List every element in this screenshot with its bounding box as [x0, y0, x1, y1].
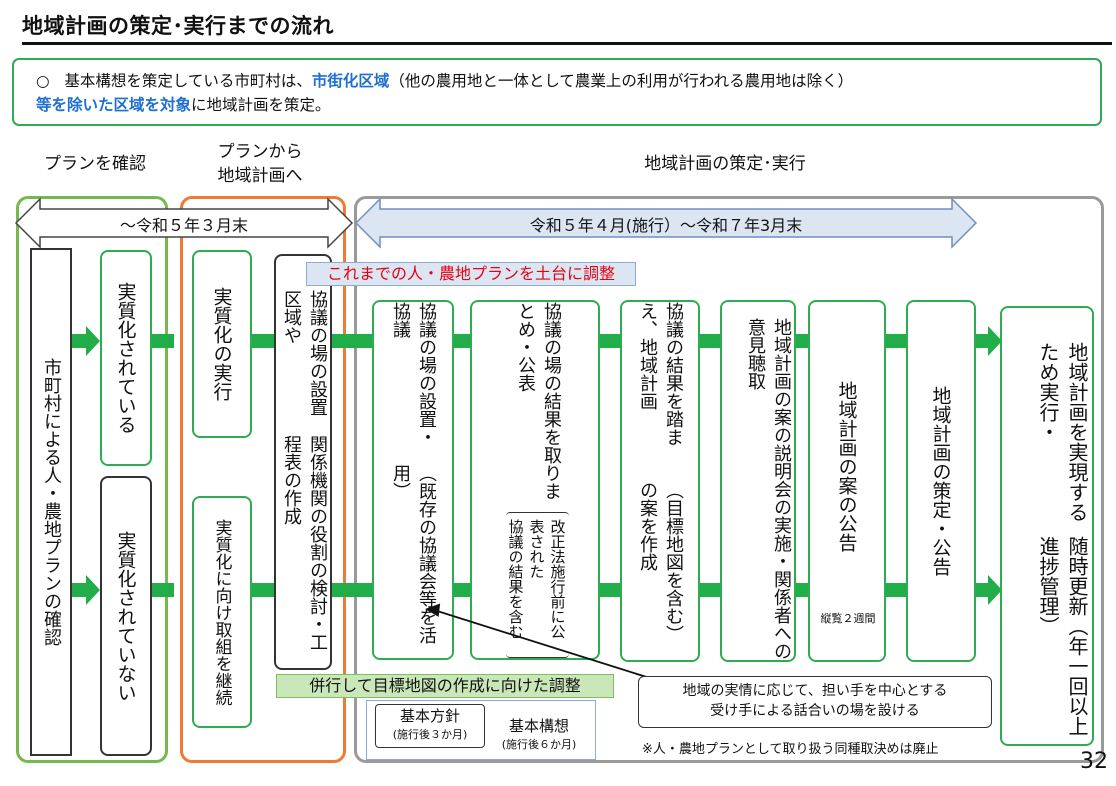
banner-green: 併行して目標地図の作成に向けた調整	[276, 674, 614, 698]
footnote: ※人・農地プランとして取り扱う同種取決めは廃止	[642, 742, 939, 757]
basic-plan-sub: (施行後６か月)	[501, 738, 577, 751]
header-confirm: プランを確認	[44, 154, 146, 174]
header-transition-line2: 地域計画へ	[217, 166, 303, 186]
period-after-label: 令和５年４月(施行）～令和７年3月末	[529, 216, 803, 235]
materialized-box: 実質化されている	[100, 250, 152, 466]
continue-box: 実質化に向け取組を継続	[192, 496, 252, 728]
roles-label-col1: 関係機関の役割の検討・工程表の作成	[281, 435, 328, 652]
title-rule	[22, 42, 1112, 45]
meeting-box: 協議の場の設置・協議 （既存の協議会等を活用）	[372, 300, 454, 660]
draft-box: 協議の結果を踏まえ、地域計画 （目標地図を含む）の案を作成	[620, 300, 700, 662]
notice-box: 地域計画の案の公告	[808, 300, 886, 662]
flow-bar	[454, 583, 470, 597]
info-text-2: （他の農用地と一体として農業上の利用が行われる農用地は除く）	[389, 72, 854, 90]
results-sub: 改正法施行前に公表された 協議の結果を含む	[505, 512, 569, 658]
flow-bar	[886, 583, 906, 597]
zone-transition	[180, 196, 346, 763]
flow-bar	[886, 334, 906, 348]
flow-bar	[252, 583, 274, 597]
meeting-label-col2: （既存の協議会等を活用）	[390, 463, 437, 644]
flow-bar	[600, 583, 620, 597]
results-sub-line1: 改正法施行前に公表された	[527, 519, 567, 640]
info-text-3: に地域計画を策定。	[191, 96, 331, 114]
draft-label-col2: （目標地図を含む）の案を作成	[637, 481, 684, 643]
finalize-label: 地域計画の策定・公告	[929, 386, 952, 576]
basic-plan-label: 基本構想	[508, 717, 569, 735]
period-before-label: ～令和５年３月末	[119, 216, 248, 235]
info-highlight-2: 等を除いた区域を対象	[36, 96, 192, 114]
callout-box: 地域の実情に応じて、担い手を中心とする 受け手による話合いの場を設ける	[638, 676, 992, 728]
callout-arrow	[425, 603, 657, 681]
bullet: ○	[36, 72, 50, 90]
not-materialized-box: 実質化されていない	[100, 476, 152, 756]
flow-bar	[252, 334, 274, 348]
results-box: 協議の場の結果を取りまとめ・公表 改正法施行前に公表された 協議の結果を含む	[470, 300, 600, 660]
implement-label: 実質化の実行	[210, 287, 233, 401]
flow-bar	[796, 583, 808, 597]
materialized-label: 実質化されている	[114, 282, 137, 434]
roles-label-col2: 協議の場の設置区域や	[281, 290, 328, 416]
zone-confirm	[16, 196, 168, 763]
update-label-col2: 随時更新（年一回以上進捗管理）	[1036, 536, 1089, 737]
basic-plan-group: 基本方針 (施行後３か月) 基本構想 (施行後６か月)	[366, 700, 596, 760]
flow-bar	[796, 334, 808, 348]
notice-label: 地域計画の案の公告	[835, 380, 858, 552]
update-box: 地域計画を実現するため実行・ 随時更新（年一回以上進捗管理）	[1000, 306, 1094, 746]
basic-policy-box: 基本方針 (施行後３か月)	[375, 704, 485, 748]
arrow-right-icon	[72, 326, 100, 356]
callout-line1: 地域の実情に応じて、担い手を中心とする	[682, 683, 948, 699]
confirm-plan-box: 市町村による人・農地プランの確認	[30, 248, 72, 756]
arrow-right-icon	[974, 326, 1002, 356]
flow-bar	[152, 583, 174, 597]
header-formulation: 地域計画の策定･実行	[644, 154, 806, 174]
zone-formulation	[354, 196, 1104, 763]
not-materialized-label: 実質化されていない	[114, 530, 137, 702]
confirm-plan-label: 市町村による人・農地プランの確認	[41, 358, 62, 646]
implement-box: 実質化の実行	[192, 250, 252, 438]
flow-bar	[600, 334, 620, 348]
flow-bar	[152, 334, 174, 348]
results-main-label: 協議の場の結果を取りまとめ・公表	[515, 302, 562, 500]
header-transition: プランから 地域計画へ	[180, 140, 340, 188]
period-arrow-before	[14, 197, 354, 249]
basic-plan-box: 基本構想 (施行後６か月)	[487, 715, 591, 753]
finalize-box: 地域計画の策定・公告	[906, 300, 976, 662]
arrow-right-icon	[72, 575, 100, 605]
page-number: 32	[1080, 749, 1108, 774]
header-transition-line1: プランから	[217, 142, 303, 162]
notice-sub-label: 縦覧２週間	[820, 612, 876, 625]
callout-line2: 受け手による話合いの場を設ける	[710, 703, 920, 719]
meeting-label-col1: 協議の場の設置・協議	[390, 302, 437, 446]
continue-label: 実質化に向け取組を継続	[211, 518, 232, 706]
flow-bar	[700, 334, 720, 348]
page-title: 地域計画の策定･実行までの流れ	[22, 14, 334, 38]
period-arrow-after	[354, 197, 978, 249]
briefing-label: 地域計画の案の説明会の実施・関係者への意見聴取	[745, 318, 792, 660]
flow-bar	[454, 334, 470, 348]
flow-bar	[332, 334, 372, 348]
basic-policy-label: 基本方針	[399, 707, 460, 725]
info-text-1: 基本構想を策定している市町村は、	[64, 72, 312, 90]
briefing-box: 地域計画の案の説明会の実施・関係者への意見聴取	[720, 300, 796, 662]
roles-box: 協議の場の設置区域や 関係機関の役割の検討・工程表の作成	[274, 254, 332, 670]
info-highlight-1: 市街化区域	[311, 72, 390, 90]
results-sub-line2: 協議の結果を含む	[506, 519, 525, 640]
update-label-col1: 地域計画を実現するため実行・	[1036, 342, 1089, 522]
arrow-right-icon	[974, 575, 1002, 605]
flow-bar	[332, 583, 372, 597]
flow-bar	[700, 583, 720, 597]
draft-label-col1: 協議の結果を踏まえ、地域計画	[637, 302, 684, 446]
info-box: ○ 基本構想を策定している市町村は、市街化区域（他の農用地と一体として農業上の利…	[12, 58, 1102, 126]
basic-policy-sub: (施行後３か月)	[392, 728, 468, 741]
banner-red: これまでの人・農地プランを土台に調整	[306, 262, 636, 286]
